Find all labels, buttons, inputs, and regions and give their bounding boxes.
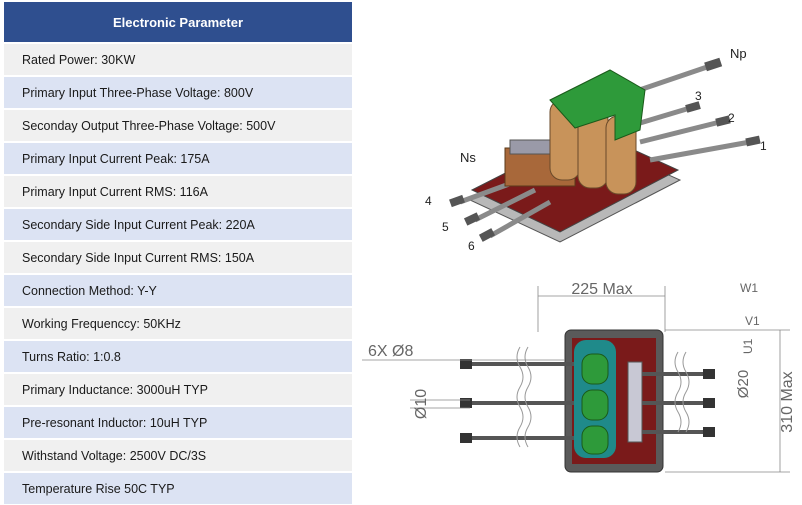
terminal-lug — [460, 398, 472, 408]
lead-wire — [473, 187, 537, 223]
table-row: Rated Power: 30KW — [4, 44, 352, 75]
terminal-lug — [463, 212, 481, 226]
table-row: Pre-resonant Inductor: 10uH TYP — [4, 407, 352, 438]
width-dimension: 225 Max — [571, 281, 632, 298]
terminal-lug — [703, 427, 715, 437]
green-core — [549, 69, 646, 141]
table-row: Secondary Side Input Current RMS: 150A — [4, 242, 352, 273]
green-winding — [581, 389, 609, 421]
terminal-lug — [685, 101, 701, 113]
green-winding — [581, 353, 609, 385]
terminal-lug — [703, 369, 715, 379]
table-row: Seconday Output Three-Phase Voltage: 500… — [4, 110, 352, 141]
table-row: Primary Input Current RMS: 116A — [4, 176, 352, 207]
break-mark — [524, 346, 532, 448]
isometric-transformer-view: Np 3 2 1 Ns 4 5 6 — [425, 46, 767, 253]
break-mark — [516, 346, 524, 448]
terminal-lug — [460, 433, 472, 443]
table-header: Electronic Parameter — [4, 2, 352, 42]
table-row: Primary Input Current Peak: 175A — [4, 143, 352, 174]
label-np: Np — [730, 46, 747, 61]
d10-dimension: Ø10 — [413, 389, 430, 419]
break-mark — [674, 351, 682, 433]
break-mark — [682, 351, 690, 433]
terminal-lug — [715, 115, 731, 127]
table-row: Secondary Side Input Current Peak: 220A — [4, 209, 352, 240]
holes-dimension: 6X Ø8 — [368, 343, 413, 360]
label-terminal-1: 1 — [760, 139, 767, 153]
table-row: Primary Input Three-Phase Voltage: 800V — [4, 77, 352, 108]
terminal-lug — [460, 359, 472, 369]
label-ns: Ns — [460, 150, 476, 165]
label-terminal-2: 2 — [728, 111, 735, 125]
label-v1: V1 — [745, 314, 760, 328]
label-terminal-6: 6 — [468, 239, 475, 253]
green-winding — [581, 425, 609, 455]
label-w1: W1 — [740, 281, 758, 295]
label-terminal-3: 3 — [695, 89, 702, 103]
table-row: Working Frequenccy: 50KHz — [4, 308, 352, 339]
lead-wire — [488, 199, 552, 239]
terminal-lug — [478, 228, 496, 242]
terminal-lug — [449, 194, 465, 208]
parameter-table: Electronic Parameter Rated Power: 30KW P… — [4, 2, 352, 504]
secondary-core — [627, 361, 643, 443]
table-row: Primary Inductance: 3000uH TYP — [4, 374, 352, 405]
height-dimension: 310 Max — [779, 371, 796, 432]
label-u1: U1 — [741, 338, 755, 354]
table-row: Temperature Rise 50C TYP — [4, 473, 352, 504]
lead-wire — [639, 119, 721, 145]
lead-wire — [649, 139, 751, 163]
table-row: Connection Method: Y-Y — [4, 275, 352, 306]
terminal-lug — [703, 398, 715, 408]
label-terminal-5: 5 — [442, 220, 449, 234]
terminal-lug — [745, 135, 761, 147]
top-view-drawing: 225 Max 310 Max W1 V1 U1 6X Ø8 Ø10 Ø20 — [362, 281, 796, 473]
label-terminal-4: 4 — [425, 194, 432, 208]
d20-dimension: Ø20 — [735, 370, 752, 398]
table-row: Turns Ratio: 1:0.8 — [4, 341, 352, 372]
terminal-lug — [704, 57, 723, 72]
table-row: Withstand Voltage: 2500V DC/3S — [4, 440, 352, 471]
